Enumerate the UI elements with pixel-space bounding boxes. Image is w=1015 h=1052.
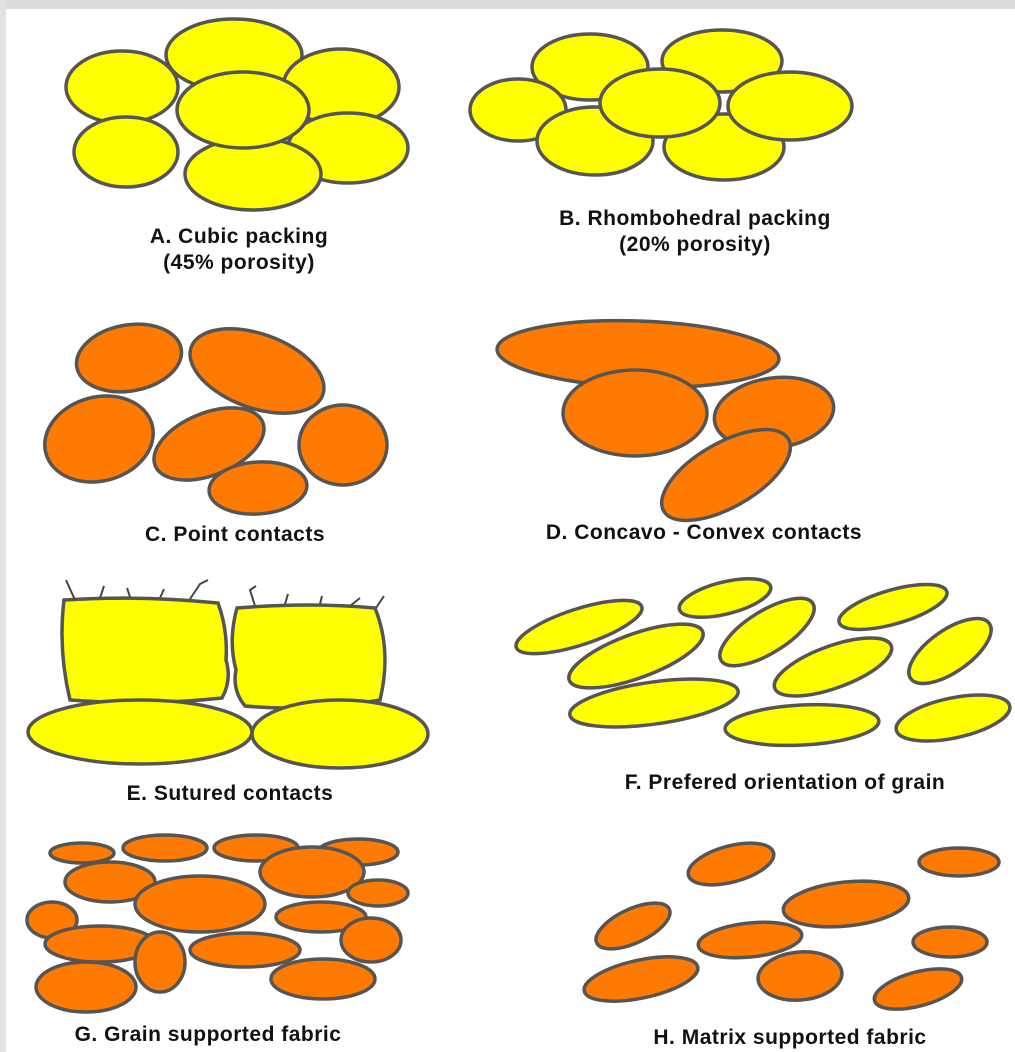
grain bbox=[563, 370, 707, 456]
grain bbox=[919, 848, 999, 876]
grain bbox=[834, 575, 951, 639]
grain bbox=[35, 384, 163, 494]
grain bbox=[756, 948, 844, 1003]
grain bbox=[913, 927, 987, 957]
grain bbox=[590, 894, 677, 959]
panel-b-caption-line2: (20% porosity) bbox=[500, 232, 890, 258]
grain bbox=[724, 701, 880, 749]
panel-g-caption: G. Grain supported fabric bbox=[18, 1022, 398, 1048]
grain bbox=[600, 69, 720, 137]
grain bbox=[177, 72, 309, 148]
grain bbox=[252, 700, 428, 768]
panel-a-caption: A. Cubic packing (45% porosity) bbox=[104, 224, 374, 276]
panel-f-caption-line1: F. Prefered orientation of grain bbox=[560, 770, 1010, 796]
panel-h-matrix-supported-grains bbox=[580, 835, 999, 1017]
grain bbox=[232, 605, 385, 708]
panel-b-caption: B. Rhombohedral packing (20% porosity) bbox=[500, 206, 890, 258]
panel-g-caption-line1: G. Grain supported fabric bbox=[18, 1022, 398, 1048]
panel-h-caption: H. Matrix supported fabric bbox=[580, 1025, 1000, 1051]
grain bbox=[50, 843, 114, 863]
grain bbox=[271, 959, 375, 999]
grain bbox=[62, 598, 228, 702]
grain bbox=[781, 876, 911, 933]
panel-g-grain-supported-grains bbox=[27, 835, 408, 1012]
grain bbox=[892, 686, 1014, 749]
panel-b-caption-line1: B. Rhombohedral packing bbox=[500, 206, 890, 232]
panel-e-caption: E. Sutured contacts bbox=[80, 781, 380, 807]
panel-b-rhombohedral-packing-grains bbox=[470, 30, 852, 180]
panel-c-caption: C. Point contacts bbox=[100, 522, 370, 548]
grain bbox=[341, 918, 401, 962]
grain bbox=[135, 932, 185, 992]
grain bbox=[870, 961, 966, 1017]
panel-d-caption-line1: D. Concavo - Convex contacts bbox=[484, 520, 924, 546]
panel-f-preferred-orientation-grains bbox=[511, 571, 1014, 750]
panel-f-caption: F. Prefered orientation of grain bbox=[560, 770, 1010, 796]
grain bbox=[190, 933, 300, 967]
panel-c-caption-line1: C. Point contacts bbox=[100, 522, 370, 548]
grain bbox=[580, 948, 701, 1009]
grain bbox=[36, 962, 136, 1012]
grain bbox=[728, 72, 852, 140]
panel-d-caption: D. Concavo - Convex contacts bbox=[484, 520, 924, 546]
grain bbox=[71, 316, 187, 399]
grain bbox=[28, 700, 252, 764]
panel-a-caption-line1: A. Cubic packing bbox=[104, 224, 374, 250]
grain bbox=[135, 876, 265, 932]
grain bbox=[348, 880, 408, 906]
panel-a-caption-line2: (45% porosity) bbox=[104, 250, 374, 276]
panel-d-concavo-convex-grains bbox=[496, 316, 838, 539]
panel-a-cubic-packing-grains bbox=[66, 19, 408, 210]
grain bbox=[123, 835, 207, 861]
panel-e-caption-line1: E. Sutured contacts bbox=[80, 781, 380, 807]
grain bbox=[684, 835, 778, 893]
grain bbox=[66, 51, 178, 123]
panel-c-point-contacts-grains bbox=[35, 312, 387, 517]
grain bbox=[299, 405, 387, 485]
grain bbox=[74, 117, 178, 187]
panel-h-caption-line1: H. Matrix supported fabric bbox=[580, 1025, 1000, 1051]
panel-e-sutured-contacts-grains bbox=[28, 580, 428, 768]
